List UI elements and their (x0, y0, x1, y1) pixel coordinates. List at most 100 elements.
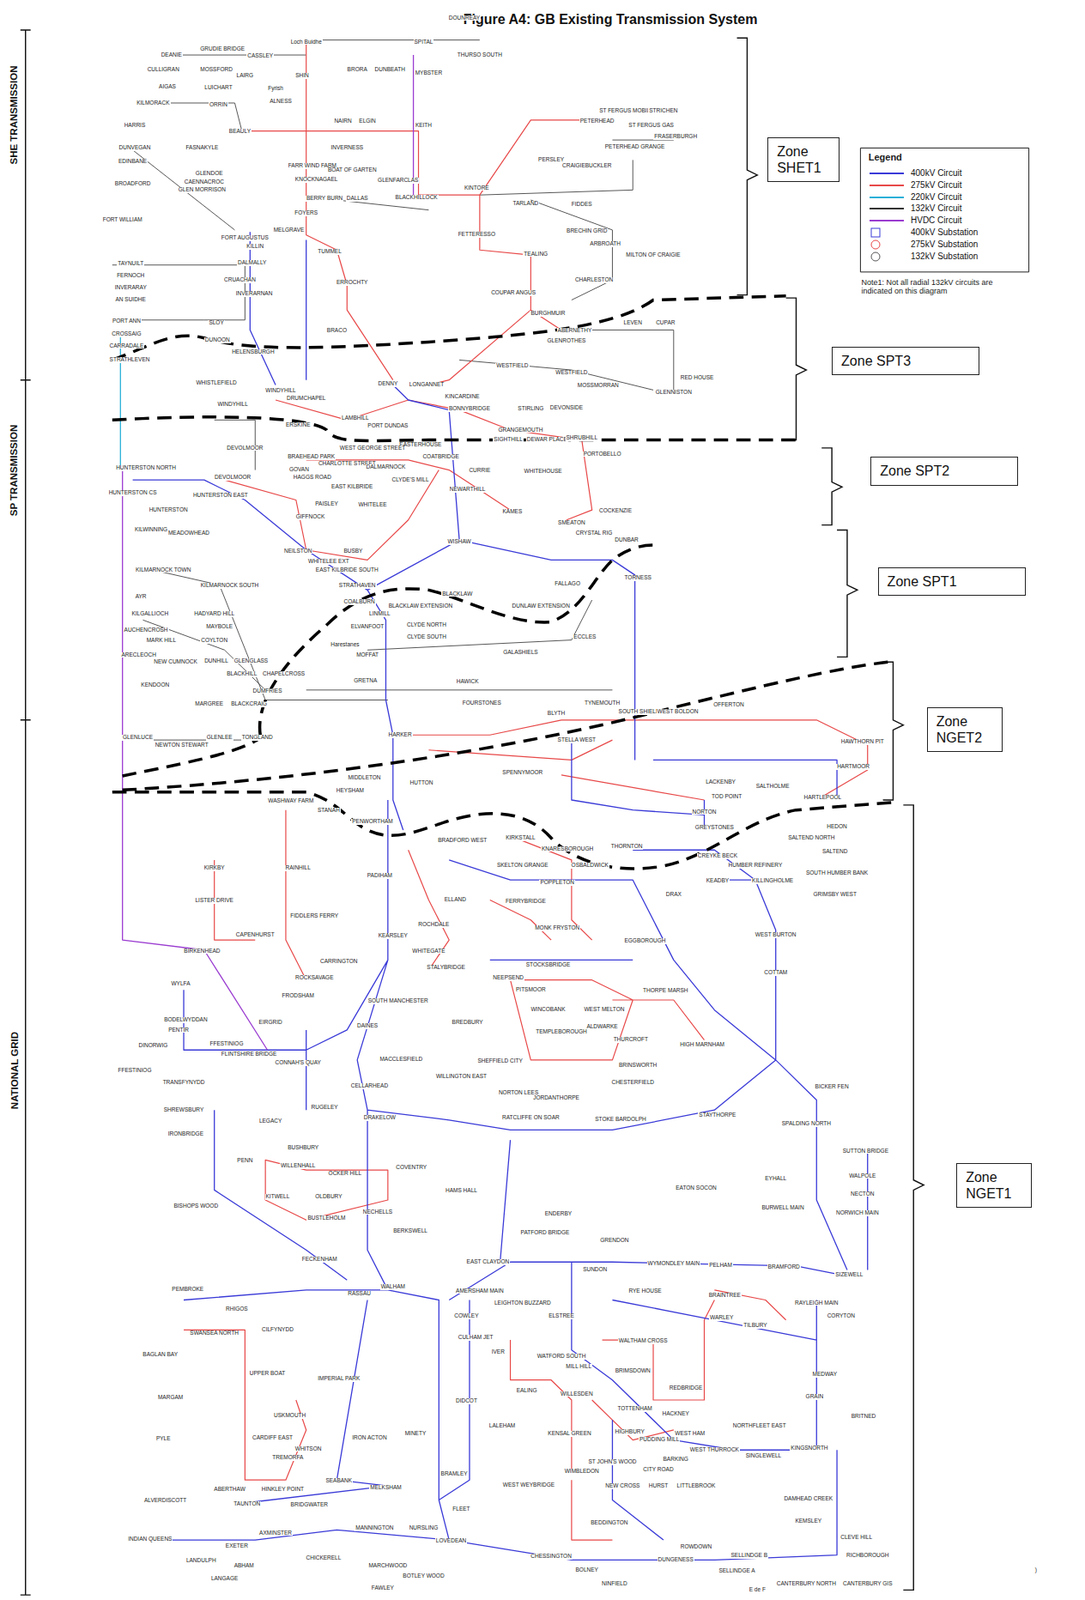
substation-label: SLOY (207, 320, 225, 327)
substation-label: BICKER FEN (814, 1084, 850, 1091)
substation-label: SHIN (294, 72, 310, 79)
substation-label: CHARLESTON (574, 277, 614, 284)
substation-label: MAYBOLE (205, 624, 234, 631)
substation-label: FORT AUGUSTUS (220, 235, 270, 242)
substation-label: RED HOUSE (679, 375, 716, 382)
legend-note: Note1: Not all radial 132kV circuits are… (860, 278, 1025, 298)
legend-swatch (869, 219, 904, 222)
substation-label: WEST BURTON (754, 932, 798, 939)
substation-label: AYR (134, 594, 148, 601)
substation-label: CELLARHEAD (350, 1083, 389, 1090)
substation-label: MYBSTER (414, 70, 443, 77)
substation-label: CHICKERELL (305, 1555, 343, 1562)
substation-label: DUNHILL (203, 658, 230, 665)
substation-label: KAMES (502, 509, 524, 516)
substation-label: MILL HILL (564, 1363, 593, 1370)
substation-label: HUTTON (409, 780, 435, 787)
substation-label: KILMARNOCK TOWN (134, 567, 192, 574)
substation-label: PERSLEY (537, 157, 565, 164)
substation-label: WESTFIELD (495, 363, 529, 370)
substation-label: BRORA (346, 66, 369, 73)
substation-label: RATCLIFFE ON SOAR (501, 1115, 561, 1122)
substation-label: BISHOPS WOOD (172, 1203, 219, 1210)
substation-label: WALHAM (380, 1284, 407, 1291)
network-owner-label: SP TRANSMISSION (8, 421, 21, 519)
substation-label: OCKER HILL (327, 1170, 364, 1177)
substation-label: AUCHENCROSH (123, 627, 170, 634)
substation-label: TILBURY (742, 1322, 768, 1329)
legend-sample (867, 227, 906, 238)
substation-label: WHITEGATE (411, 948, 446, 955)
substation-label: SALTHOLME (755, 783, 791, 790)
substation-label: STRATHLEVEN (109, 357, 152, 364)
substation-label: GLENGLASS (233, 658, 269, 665)
substation-label: RYE HOUSE (627, 1288, 662, 1295)
substation-label: TONGLAND (241, 734, 274, 741)
substation-label: BURGHMUIR (529, 310, 566, 317)
substation-label: KIRKBY (203, 865, 226, 872)
substation-label: MOFFAT (355, 652, 380, 659)
substation-label: SWANSEA NORTH (188, 1330, 240, 1337)
substation-label: HAGGS ROAD (292, 474, 333, 481)
substation-label: WEST HAM (673, 1430, 706, 1437)
substation-label: KILLINGHOLME (751, 878, 795, 885)
substation-label: CITY ROAD (642, 1466, 674, 1473)
substation-label: BUSTLEHOLM (306, 1215, 346, 1222)
substation-label: HUNTERSTON CS (108, 490, 158, 497)
legend-sample (867, 239, 906, 250)
substation-label: ECCLES (572, 634, 597, 641)
substation-label: WEST MELTON (582, 1006, 625, 1013)
substation-label: Loch Buidhe (290, 39, 323, 46)
substation-label: RAINHILL (284, 865, 312, 872)
legend-swatch (871, 240, 880, 249)
substation-label: STRICHEN (648, 108, 679, 115)
substation-label: BRAEHEAD PARK (286, 454, 336, 461)
substation-label: BRECHIN GRID (565, 228, 608, 235)
zone-name: Zone SPT3 (841, 352, 970, 370)
substation-label: CRAIGIEBUCKLER (561, 163, 613, 170)
substation-label: DEVOLMOOR (213, 474, 252, 481)
substation-label: Fyrish (266, 85, 285, 92)
substation-label: FLEET (451, 1506, 471, 1513)
substation-label: MANNINGTON (354, 1525, 394, 1532)
substation-label: TAUNTON (232, 1501, 261, 1508)
substation-label: DALMARNOCK (365, 464, 407, 471)
substation-label: ERROCHTY (335, 279, 369, 286)
substation-label: CHAPELCROSS (261, 671, 306, 678)
substation-label: RICHBOROUGH (845, 1552, 890, 1559)
substation-label: SKELTON GRANGE (496, 862, 550, 869)
substation-label: BRAMLEY (440, 1471, 469, 1478)
substation-label: MOSSMORRAN (576, 382, 620, 389)
substation-label: KNARESBOROUGH (540, 846, 595, 853)
substation-label: SHRUBHILL (565, 435, 599, 442)
substation-label: ALNESS (268, 98, 293, 105)
substation-label: BUSBY (342, 548, 364, 555)
zone-boundary (112, 417, 802, 442)
substation-label: TREMORFA (271, 1454, 304, 1461)
substation-label: WEST GEORGE STREET (339, 445, 407, 452)
substation-label: KINCARDINE (444, 393, 481, 401)
substation-label: FRASERBURGH (653, 133, 698, 140)
substation-label: MARK HILL (145, 637, 177, 644)
zone-bracket (883, 661, 904, 801)
substation-label: BRAMFORD (767, 1264, 801, 1271)
substation-label: DEVOLMOOR (225, 445, 264, 452)
substation-label: WEST THURROCK (689, 1447, 740, 1454)
substation-label: NEW CUMNOCK (152, 659, 199, 666)
substation-label: LANGAGE (210, 1575, 239, 1583)
substation-label: TARLAND (511, 200, 540, 207)
substation-label: PORT ANN (111, 318, 142, 325)
substation-label: WHISTLEFIELD (194, 380, 237, 387)
substation-label: LINMILL (368, 611, 392, 618)
substation-label: WALTHAM CROSS (618, 1338, 669, 1345)
substation-label: BLACKHILL (225, 671, 258, 678)
substation-label: WATFORD SOUTH (536, 1353, 588, 1360)
substation-label: BUSHBURY (286, 1145, 320, 1152)
substation-label: ABERNETHY (557, 327, 594, 334)
substation-label: NORWICH MAIN (835, 1210, 880, 1217)
substation-label: GLENFARCLAS (376, 177, 419, 184)
substation-label: EALING (515, 1388, 539, 1395)
substation-label: ORRIN (208, 102, 229, 109)
substation-label: MONK FRYSTON (533, 925, 581, 932)
substation-label: SALTEND (821, 848, 849, 855)
